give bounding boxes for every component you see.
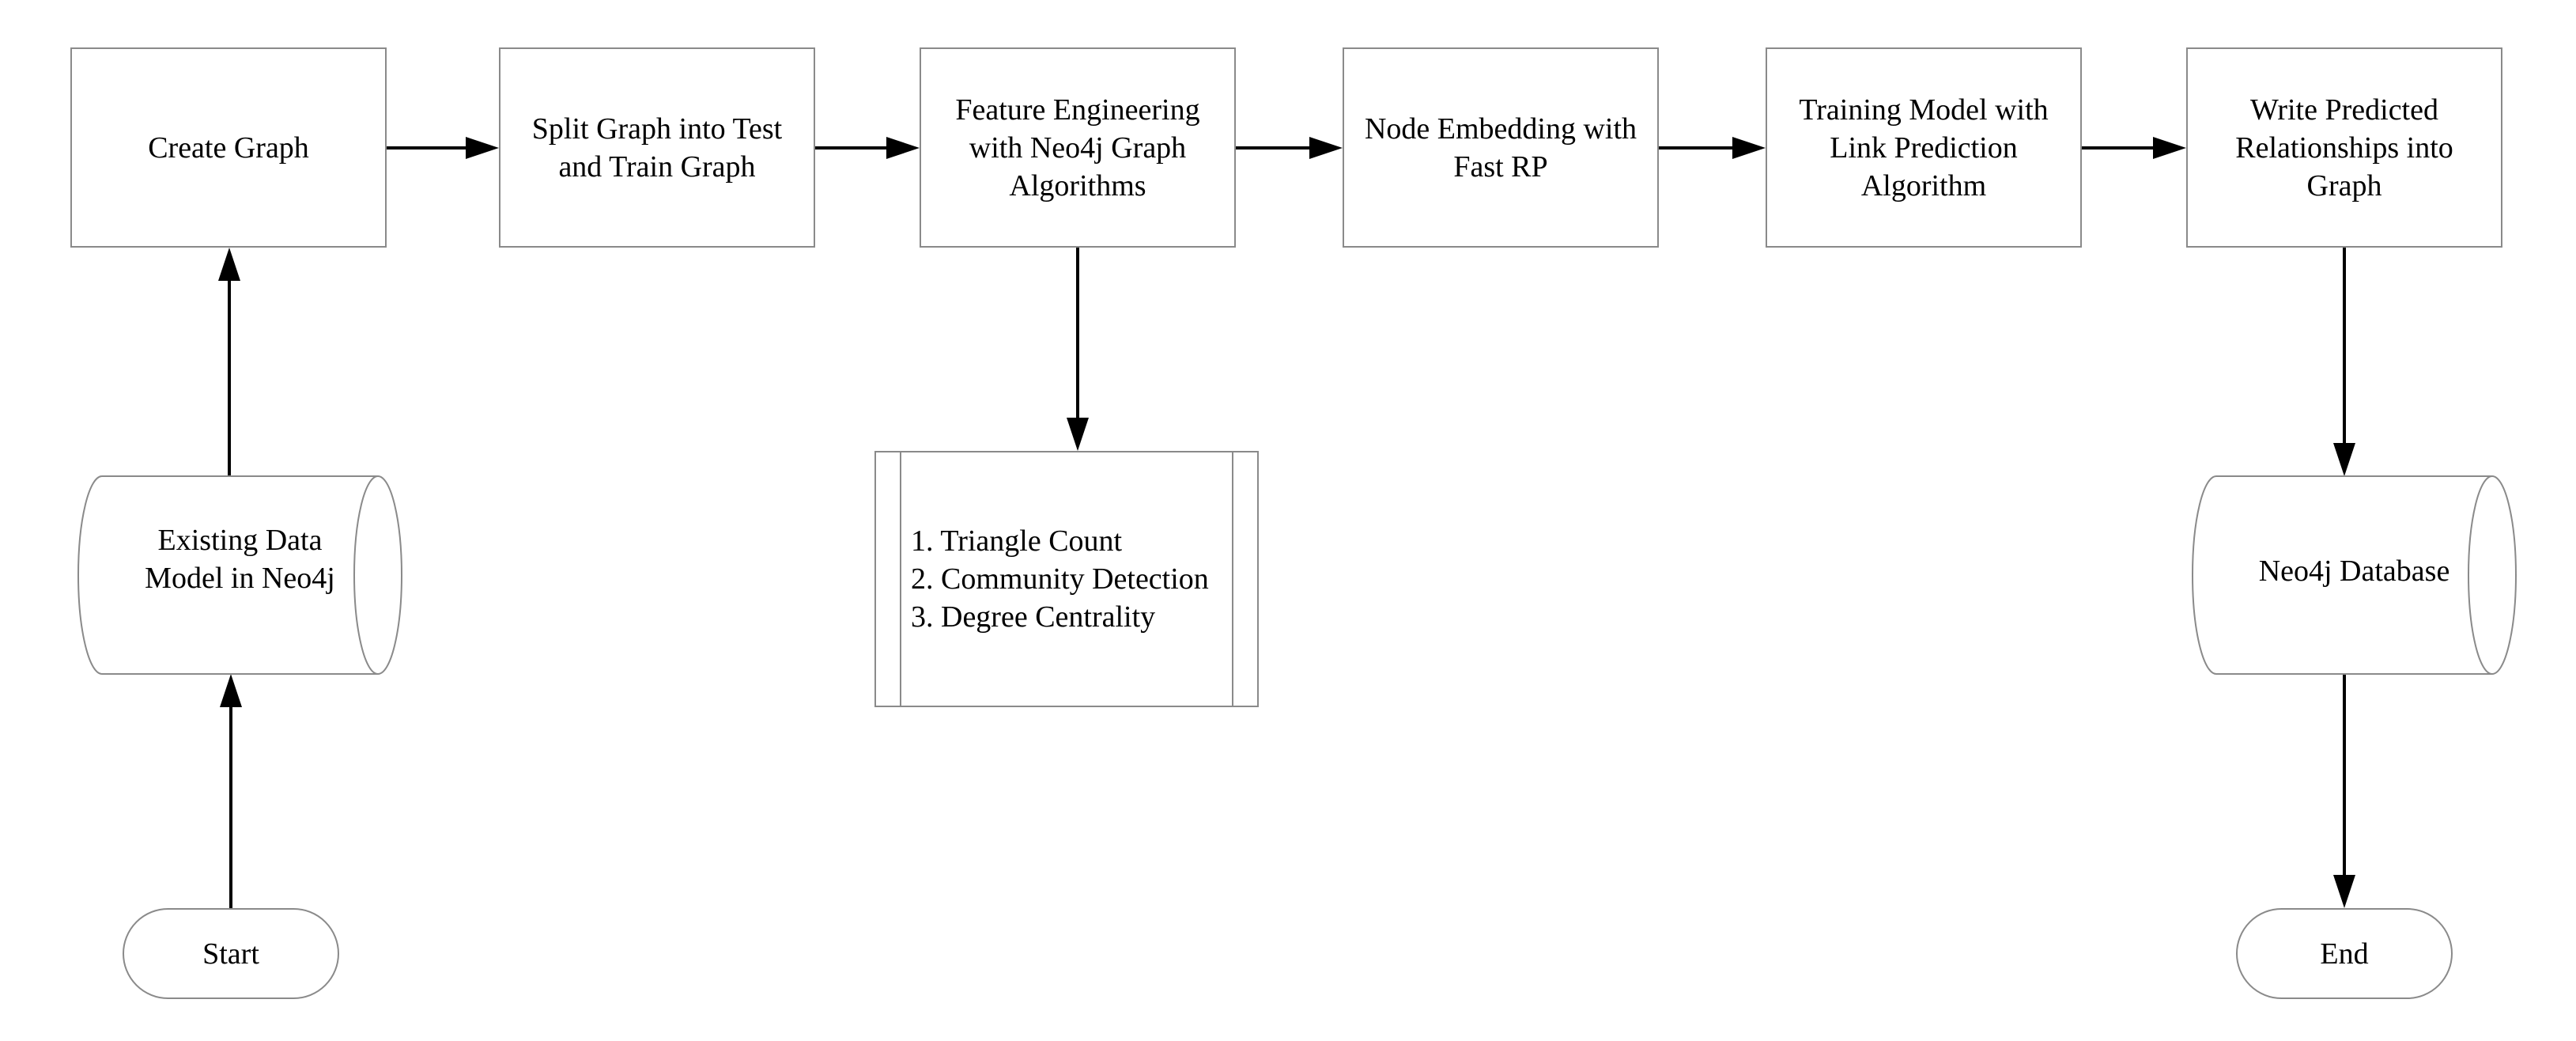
arrow-feature_engineering-to-node_embedding [1236,137,1343,159]
arrow-split_graph-to-feature_engineering [815,137,920,159]
arrowhead-icon [220,674,242,707]
database-cylinder-neo4j [2192,475,2517,675]
node-create-graph: Create Graph [70,47,387,248]
node-neo4j-database-label: Neo4j Database [2258,555,2450,588]
arrowhead-icon [218,248,240,281]
arrow-start-to-existing_data [220,674,242,908]
cylinder-end-cap [2468,475,2493,675]
arrowhead-icon [886,137,920,159]
arrowhead-icon [2333,875,2355,908]
arrowhead-icon [1732,137,1766,159]
node-split-graph: Split Graph into Test and Train Graph [499,47,815,248]
node-existing-data-label: Existing Data Model in Neo4j [145,524,335,595]
database-cylinder-existing-data [77,475,402,675]
node-feature-engineering-label: Feature Engineering with Neo4j Graph Alg… [955,93,1200,203]
node-node-embedding-label: Node Embedding with Fast RP [1364,112,1637,184]
node-create-graph-label: Create Graph [148,131,309,165]
node-training-model: Training Model with Link Prediction Algo… [1766,47,2082,248]
arrowhead-icon [2333,443,2355,476]
node-existing-data: Existing Data Model in Neo4j [102,476,378,674]
node-algorithms-list: 1. Triangle Count 2. Community Detection… [874,451,1259,707]
node-write-predicted-label: Write Predicted Relationships into Graph [2235,93,2453,203]
node-start: Start [123,908,339,999]
arrow-neo4j_database-to-end [2333,674,2355,908]
arrowhead-icon [2153,137,2186,159]
node-end: End [2236,908,2453,999]
arrow-feature_engineering-to-algorithms_list [1067,248,1089,451]
predefined-inner-line-right [1232,452,1233,706]
arrowhead-icon [1067,418,1089,451]
arrow-write_predicted-to-neo4j_database [2333,248,2355,476]
node-write-predicted: Write Predicted Relationships into Graph [2186,47,2502,248]
node-start-label: Start [202,937,259,971]
arrowhead-icon [1309,137,1343,159]
node-end-label: End [2320,937,2369,971]
node-node-embedding: Node Embedding with Fast RP [1343,47,1659,248]
node-algorithms-list-label: 1. Triangle Count 2. Community Detection… [911,524,1209,634]
node-training-model-label: Training Model with Link Prediction Algo… [1799,93,2049,203]
node-split-graph-label: Split Graph into Test and Train Graph [531,112,783,184]
arrow-create_graph-to-split_graph [387,137,499,159]
node-feature-engineering: Feature Engineering with Neo4j Graph Alg… [920,47,1236,248]
arrowhead-icon [466,137,499,159]
arrow-existing_data-to-create_graph [218,248,240,476]
predefined-inner-line-left [900,452,901,706]
node-neo4j-database: Neo4j Database [2216,476,2492,674]
arrow-training_model-to-write_predicted [2082,137,2186,159]
cylinder-end-cap [353,475,379,675]
arrow-node_embedding-to-training_model [1659,137,1766,159]
